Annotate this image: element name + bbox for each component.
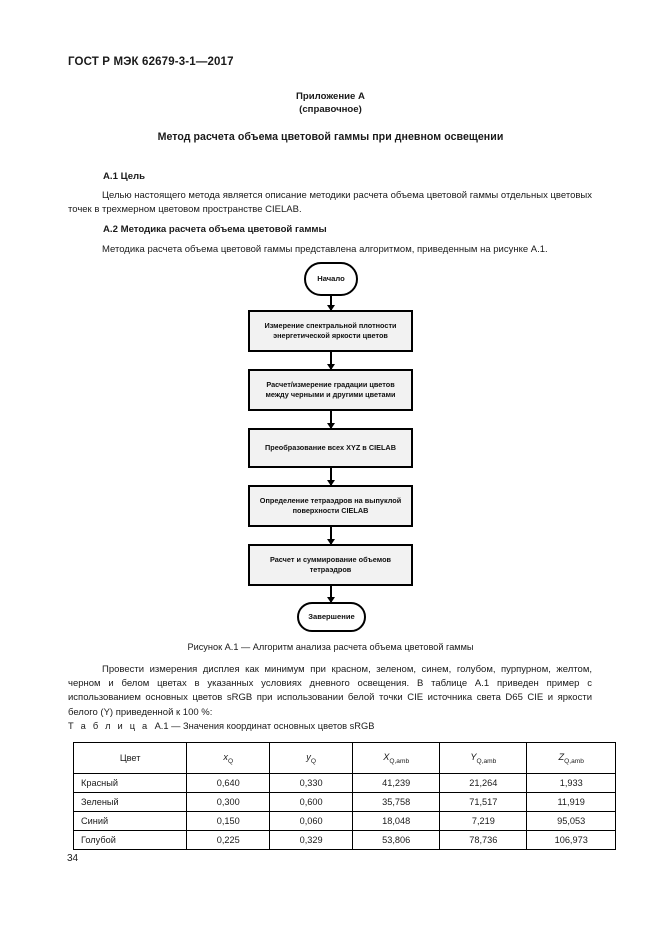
flow-connector-5 [327, 527, 335, 545]
table-header-xq: xQ [186, 742, 271, 774]
cell-xqamb: 53,806 [352, 830, 441, 850]
annex-title: Метод расчета объема цветовой гаммы при … [157, 131, 504, 143]
flow-node-measure: Измерение спектральной плотности энергет… [248, 310, 413, 352]
flow-node-tetrahedra: Определение тетраэдров на выпуклой повер… [248, 485, 413, 527]
measurement-note: Провести измерения дисплея как минимум п… [68, 663, 592, 720]
table-row: Голубой 0,225 0,329 53,806 78,736 106,97… [72, 830, 616, 850]
cell-yqamb: 21,264 [439, 773, 528, 793]
table-header-yqamb: YQ,amb [439, 742, 528, 774]
flow-connector-2 [327, 352, 335, 370]
cell-yq: 0,330 [269, 773, 354, 793]
cell-xq: 0,225 [186, 830, 271, 850]
cell-yq: 0,600 [269, 792, 354, 812]
flow-node-start: Начало [304, 262, 358, 296]
section-body-a1: Целью настоящего метода является описани… [68, 189, 592, 217]
cell-zqamb: 1,933 [526, 773, 616, 793]
flow-connector-6 [327, 586, 335, 603]
algorithm-flowchart: Начало Измерение спектральной плотности … [0, 258, 661, 640]
annex-label: Приложение А [296, 91, 365, 102]
figure-caption: Рисунок А.1 — Алгоритм анализа расчета о… [187, 642, 474, 652]
cell-yq: 0,060 [269, 811, 354, 831]
flow-node-gradation: Расчет/измерение градации цветов между ч… [248, 369, 413, 411]
table-header-zqamb: ZQ,amb [526, 742, 616, 774]
table-header-row: Цвет xQ yQ XQ,amb YQ,amb ZQ,amb [72, 742, 616, 774]
section-body-a1-text: Целью настоящего метода является описани… [68, 190, 592, 216]
table-header-color: Цвет [72, 742, 188, 774]
cell-color: Голубой [72, 830, 188, 850]
table-caption-prefix: Т а б л и ц а [68, 721, 150, 731]
cell-xq: 0,640 [186, 773, 271, 793]
srgb-coordinates-table: Цвет xQ yQ XQ,amb YQ,amb ZQ,amb Красный … [72, 742, 616, 850]
table-row: Синий 0,150 0,060 18,048 7,219 95,053 [72, 811, 616, 831]
table-header-xqamb: XQ,amb [352, 742, 441, 774]
section-body-a2: Методика расчета объема цветовой гаммы п… [68, 243, 592, 257]
cell-zqamb: 95,053 [526, 811, 616, 831]
page-number: 34 [67, 853, 79, 864]
measurement-note-text: Провести измерения дисплея как минимум п… [68, 664, 592, 718]
cell-zqamb: 106,973 [526, 830, 616, 850]
cell-xqamb: 18,048 [352, 811, 441, 831]
flow-node-end: Завершение [297, 602, 366, 632]
cell-yqamb: 71,517 [439, 792, 528, 812]
cell-xqamb: 35,758 [352, 792, 441, 812]
annex-kind: (справочное) [299, 104, 362, 115]
annex-heading: Приложение А (справочное) [0, 90, 661, 116]
table-row: Зеленый 0,300 0,600 35,758 71,517 11,919 [72, 792, 616, 812]
table-caption: Т а б л и ц а А.1 — Значения координат о… [68, 721, 374, 731]
table-header-yq: yQ [269, 742, 354, 774]
table-row: Красный 0,640 0,330 41,239 21,264 1,933 [72, 773, 616, 793]
flow-connector-1 [327, 296, 335, 311]
section-heading-a2: А.2 Методика расчета объема цветовой гам… [103, 224, 327, 235]
cell-yq: 0,329 [269, 830, 354, 850]
cell-zqamb: 11,919 [526, 792, 616, 812]
section-body-a2-text: Методика расчета объема цветовой гаммы п… [102, 244, 548, 255]
standard-number-header: ГОСТ Р МЭК 62679-3-1—2017 [68, 56, 234, 68]
cell-yqamb: 7,219 [439, 811, 528, 831]
cell-color: Синий [72, 811, 188, 831]
flow-connector-3 [327, 411, 335, 429]
flow-node-convert: Преобразование всех XYZ в CIELAB [248, 428, 413, 468]
flow-connector-4 [327, 468, 335, 486]
cell-color: Красный [72, 773, 188, 793]
cell-yqamb: 78,736 [439, 830, 528, 850]
cell-color: Зеленый [72, 792, 188, 812]
section-heading-a1: А.1 Цель [103, 171, 146, 182]
flow-node-sum-volumes: Расчет и суммирование объемов тетраэдров [248, 544, 413, 586]
cell-xq: 0,150 [186, 811, 271, 831]
table-caption-rest: А.1 — Значения координат основных цветов… [154, 721, 375, 731]
cell-xqamb: 41,239 [352, 773, 441, 793]
cell-xq: 0,300 [186, 792, 271, 812]
